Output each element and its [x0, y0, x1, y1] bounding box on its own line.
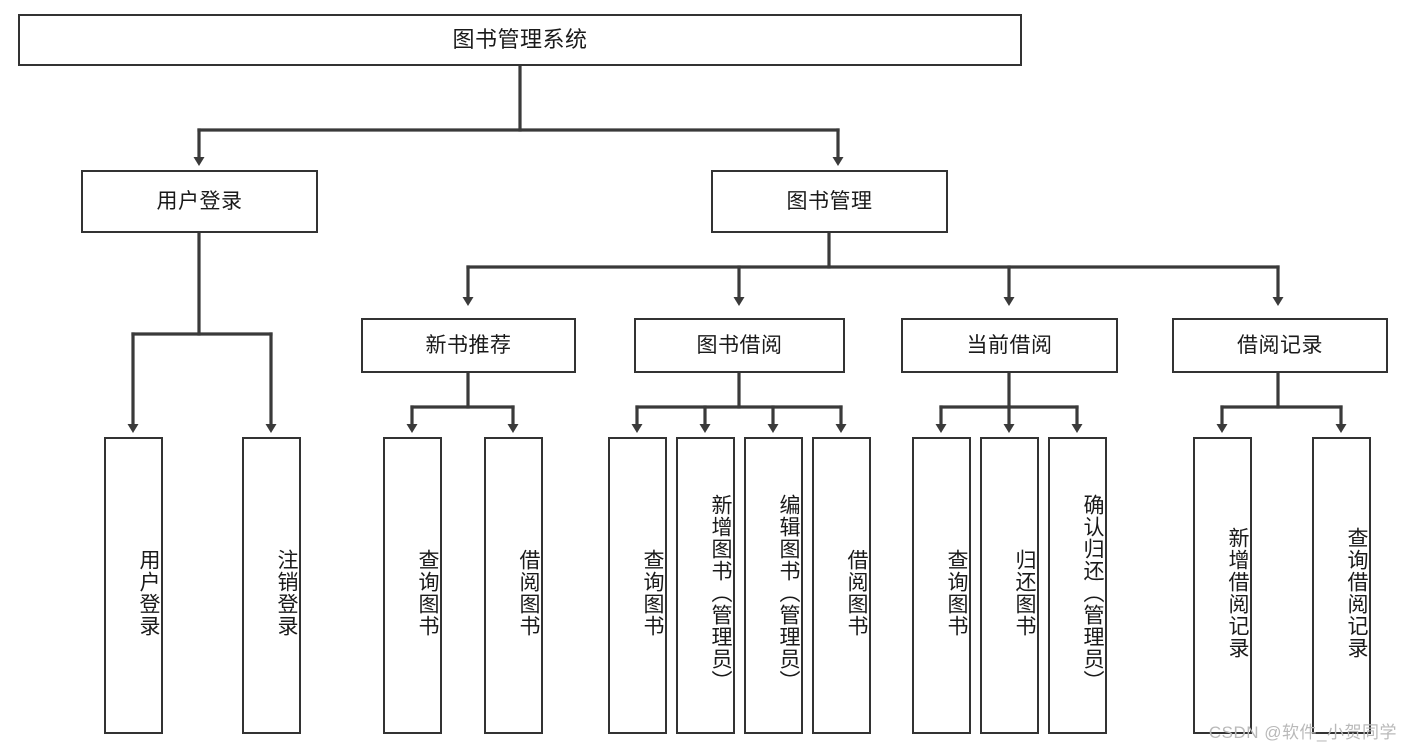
node-label: 归还图书 [1013, 548, 1036, 637]
node-book-management[interactable]: 图书管理 [711, 170, 948, 233]
leaf-borrow-edit-book-admin[interactable]: 编辑图书（管理员） [744, 437, 803, 734]
leaf-borrow-query-book[interactable]: 查询图书 [608, 437, 667, 734]
node-label: 查询图书 [416, 548, 439, 637]
leaf-record-query-borrow-record[interactable]: 查询借阅记录 [1312, 437, 1371, 734]
leaf-borrow-borrow-book[interactable]: 借阅图书 [812, 437, 871, 734]
node-book-borrow[interactable]: 图书借阅 [634, 318, 845, 373]
leaf-borrow-add-book-admin[interactable]: 新增图书（管理员） [676, 437, 735, 734]
node-current-borrow[interactable]: 当前借阅 [901, 318, 1118, 373]
node-label: 查询图书 [945, 548, 968, 637]
node-new-book-recommend[interactable]: 新书推荐 [361, 318, 576, 373]
leaf-new-book-query[interactable]: 查询图书 [383, 437, 442, 734]
node-label: 借阅图书 [845, 548, 868, 637]
node-label: 查询图书 [641, 548, 664, 637]
node-borrow-record[interactable]: 借阅记录 [1172, 318, 1388, 373]
csdn-watermark: CSDN @软件_小贺同学 [1208, 723, 1397, 742]
node-label: 图书借阅 [696, 333, 783, 357]
node-label: 查询借阅记录 [1345, 526, 1368, 659]
node-label: 借阅记录 [1237, 333, 1323, 357]
leaf-current-confirm-return-admin[interactable]: 确认归还（管理员） [1048, 437, 1107, 734]
leaf-current-return-book[interactable]: 归还图书 [980, 437, 1039, 734]
leaf-new-book-borrow[interactable]: 借阅图书 [484, 437, 543, 734]
leaf-user-login-logout[interactable]: 注销登录 [242, 437, 301, 734]
node-root-book-management-system[interactable]: 图书管理系统 [18, 14, 1022, 66]
leaf-current-query-book[interactable]: 查询图书 [912, 437, 971, 734]
node-label: 图书管理 [786, 189, 873, 213]
node-label: 用户登录 [156, 189, 243, 213]
node-label: 新增借阅记录 [1226, 526, 1249, 659]
node-label: 确认归还（管理员） [1081, 493, 1104, 692]
leaf-user-login-login[interactable]: 用户登录 [104, 437, 163, 734]
node-label: 注销登录 [275, 548, 298, 637]
leaf-record-add-borrow-record[interactable]: 新增借阅记录 [1193, 437, 1252, 734]
node-label: 当前借阅 [966, 333, 1053, 357]
node-label: 新书推荐 [425, 333, 512, 357]
node-label: 借阅图书 [517, 548, 540, 637]
node-user-login[interactable]: 用户登录 [81, 170, 318, 233]
node-label: 编辑图书（管理员） [777, 493, 800, 692]
node-label: 图书管理系统 [452, 26, 588, 52]
node-label: 用户登录 [137, 548, 160, 637]
node-label: 新增图书（管理员） [709, 493, 732, 692]
